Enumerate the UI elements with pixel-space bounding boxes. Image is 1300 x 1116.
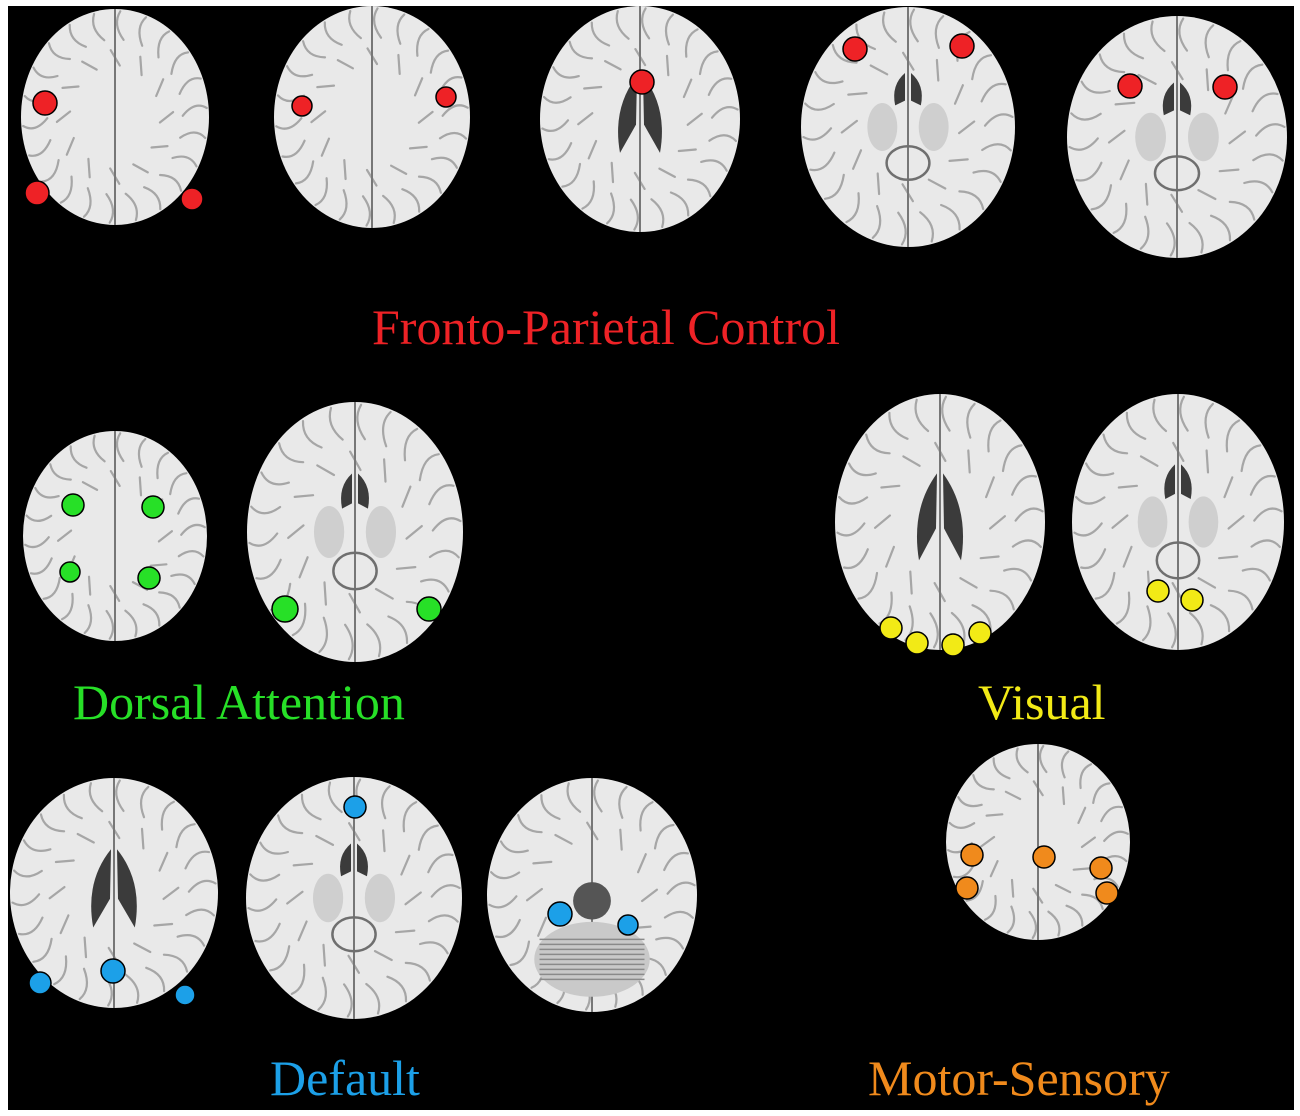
cortex-folds — [248, 403, 462, 661]
cortex-folds — [802, 8, 1014, 246]
brain-slice-dan-1 — [23, 431, 207, 641]
network-node — [61, 493, 85, 517]
network-node — [960, 843, 984, 867]
ventricles — [867, 73, 949, 182]
network-node — [617, 914, 639, 936]
network-node — [879, 616, 903, 640]
network-node — [968, 621, 992, 645]
brain-slice-fpc-2 — [274, 6, 470, 228]
cortex-folds — [1068, 17, 1286, 257]
ventricles — [313, 473, 397, 591]
cortex-folds — [11, 779, 217, 1007]
label-fronto-parietal-control: Fronto-Parietal Control — [372, 299, 840, 355]
cortex-folds — [275, 7, 469, 227]
label-dorsal-attention: Dorsal Attention — [73, 674, 405, 730]
network-node — [1095, 881, 1119, 905]
network-node — [1212, 74, 1238, 100]
network-node — [32, 90, 58, 116]
brain-slice-dmn-3 — [487, 778, 697, 1012]
label-motor-sensory: Motor-Sensory — [868, 1050, 1170, 1106]
network-node — [435, 86, 457, 108]
ventricles — [312, 843, 396, 953]
network-node — [416, 596, 442, 622]
network-node — [1117, 73, 1143, 99]
network-node — [24, 180, 50, 206]
brain-slice-fpc-3 — [540, 6, 740, 232]
brain-slice-msn-1 — [946, 744, 1130, 940]
ventricles — [91, 849, 137, 928]
network-node — [141, 495, 165, 519]
cortex-folds — [1073, 395, 1283, 649]
brain-slice-vis-2 — [1072, 394, 1284, 650]
label-visual: Visual — [978, 674, 1106, 730]
cortex-folds — [24, 432, 206, 640]
cortex-folds — [247, 778, 461, 1018]
cortex-folds — [541, 7, 739, 231]
cortex-folds — [947, 745, 1129, 939]
ventricles — [1135, 82, 1219, 192]
network-node — [905, 631, 929, 655]
network-node — [180, 187, 204, 211]
brain-slice-fpc-4 — [801, 7, 1015, 247]
brain-slice-fpc-1 — [21, 9, 209, 225]
ventricles — [1137, 464, 1219, 580]
network-node — [629, 69, 655, 95]
network-node — [1089, 856, 1113, 880]
cortex-folds — [836, 395, 1044, 649]
brain-slice-dmn-1 — [10, 778, 218, 1008]
network-node — [59, 561, 81, 583]
network-node — [291, 95, 313, 117]
brain-slice-fpc-5 — [1067, 16, 1287, 258]
network-node — [941, 633, 965, 657]
network-node — [955, 876, 979, 900]
ventricles — [618, 76, 662, 153]
brain-slice-dmn-2 — [246, 777, 462, 1019]
brain-slice-dan-2 — [247, 402, 463, 662]
network-node — [1032, 845, 1056, 869]
network-node — [100, 958, 126, 984]
network-node — [1180, 588, 1204, 612]
network-node — [137, 566, 161, 590]
network-node — [174, 984, 196, 1006]
brain-slice-vis-1 — [835, 394, 1045, 657]
network-node — [949, 33, 975, 59]
cortex-folds — [22, 10, 208, 224]
network-node — [1146, 579, 1170, 603]
network-node — [842, 36, 868, 62]
network-node — [547, 901, 573, 927]
ventricles — [916, 473, 964, 561]
label-default: Default — [270, 1050, 420, 1106]
network-node — [271, 595, 299, 623]
network-node — [343, 795, 367, 819]
brainstem-cerebellum — [534, 882, 650, 997]
network-node — [28, 971, 52, 995]
